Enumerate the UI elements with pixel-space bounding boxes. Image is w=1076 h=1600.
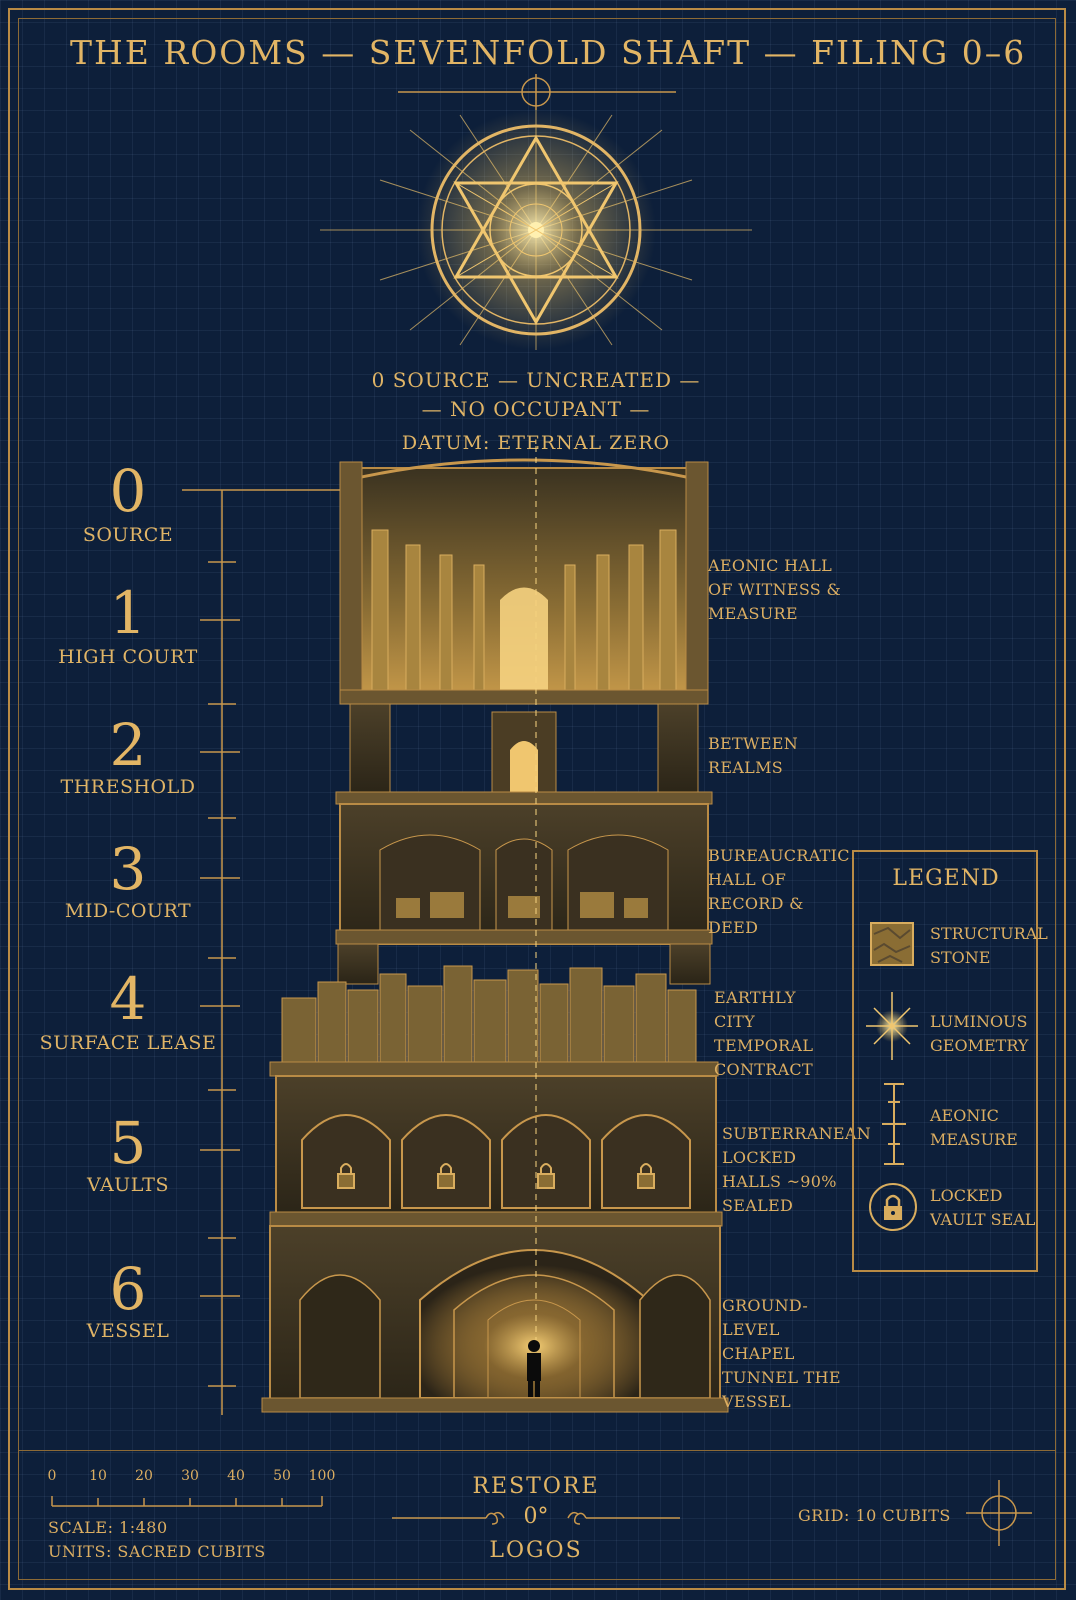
emblem-core-ring-small: [509, 203, 563, 257]
footer-rule: [18, 1450, 1056, 1451]
scale-tick-0: 0: [47, 1468, 57, 1484]
scale-tick-10: 10: [89, 1468, 107, 1484]
level-1-number: 1: [109, 579, 147, 647]
source-datum: DATUM: ETERNAL ZERO: [401, 432, 671, 454]
scale-tick-50: 50: [273, 1468, 291, 1484]
emblem-outer-ring: [430, 124, 642, 336]
level-0-number: 0: [109, 457, 147, 525]
emblem-core-ring: [489, 183, 583, 277]
level-1-description: AEONIC HALL OF WITNESS & MEASURE: [708, 556, 841, 623]
vault-padlocks: [337, 1163, 655, 1189]
padlock-icon: [868, 1182, 918, 1232]
level-3-name: MID-COURT: [64, 900, 192, 922]
vessel-figure: [527, 1340, 541, 1397]
level-0-name: SOURCE: [82, 524, 174, 546]
title-row: THE ROOMS — SEVENFOLD SHAFT — FILING 0–6: [50, 32, 1026, 72]
level-6-name: VESSEL: [86, 1320, 170, 1342]
scale-tick-100: 100: [308, 1468, 336, 1484]
level-4-name: SURFACE LEASE: [39, 1032, 217, 1054]
scale-tick-40: 40: [227, 1468, 245, 1484]
level-3-description: BUREAUCRATIC HALL OF RECORD & DEED: [708, 846, 850, 937]
level-6-description: GROUND-LEVEL CHAPEL TUNNEL THE VESSEL: [722, 1296, 841, 1411]
level-2-number: 2: [109, 711, 147, 779]
legend-panel: LEGEND STRUCTURAL STONE LUMINOUS GEOMETR…: [852, 850, 1048, 1272]
legend-item-locked-vault-seal: LOCKED VAULT SEAL: [930, 1186, 1036, 1229]
scale-bar: [51, 1496, 323, 1507]
logos-label: LOGOS: [489, 1538, 583, 1563]
legend-item-luminous-geometry: LUMINOUS GEOMETRY: [930, 1012, 1029, 1055]
level-2-description: BETWEEN REALMS: [708, 734, 799, 777]
level-1-high-court-hall: [339, 458, 709, 705]
legend-item-aeonic-measure: AEONIC MEASURE: [930, 1106, 1018, 1149]
measure-rod-icon: [874, 1082, 914, 1166]
level-5-number: 5: [109, 1109, 147, 1177]
page-title: THE ROOMS — SEVENFOLD SHAFT — FILING 0–6: [70, 32, 1027, 72]
level-2-name: THRESHOLD: [60, 776, 196, 798]
units-label: UNITS: SACRED CUBITS: [48, 1542, 266, 1561]
restore-label: RESTORE: [472, 1474, 600, 1499]
outer-frame: [8, 8, 1066, 1590]
scale-tick-20: 20: [135, 1468, 153, 1484]
crosshair-icon: [966, 1480, 1032, 1546]
luminous-geometry-emblem: [320, 74, 752, 350]
scale-ratio: SCALE: 1:480: [48, 1518, 168, 1537]
level-4-number: 4: [109, 965, 147, 1033]
inner-frame: [18, 18, 1056, 1580]
level-4-earthly-city: [269, 943, 719, 1077]
legend-item-structural-stone: STRUCTURAL STONE: [930, 924, 1048, 967]
level-2-threshold-frame: [335, 703, 713, 805]
legend-title: LEGEND: [892, 866, 1000, 891]
level-4-description: EARTHLY CITY TEMPORAL CONTRACT: [714, 988, 814, 1079]
level-6-chapel-tunnel: [261, 1225, 729, 1413]
aeonic-measure-rod: [182, 489, 340, 1415]
emblem-inner-axis-2: [455, 182, 617, 278]
grid-label: GRID: 10 CUBITS: [798, 1506, 951, 1525]
source-line-1: 0 SOURCE — UNCREATED —: [371, 368, 701, 392]
scale-tick-30: 30: [181, 1468, 199, 1484]
level-3-number: 3: [109, 835, 147, 903]
level-5-vaults: [269, 1075, 723, 1227]
degree-label: 0°: [523, 1504, 549, 1529]
level-5-name: VAULTS: [87, 1174, 169, 1196]
stone-texture-icon: [870, 922, 914, 966]
restore-flourish: [392, 1511, 680, 1525]
source-line-2: — NO OCCUPANT —: [421, 397, 651, 421]
level-5-description: SUBTERRANEAN LOCKED HALLS ~90% SEALED: [722, 1124, 872, 1215]
starburst-icon: [864, 988, 920, 1064]
sevenfold-shaft-illustration: [182, 446, 729, 1415]
level-6-number: 6: [109, 1255, 147, 1323]
level-3-mid-court-hall: [335, 803, 713, 945]
level-1-name: HIGH COURT: [58, 646, 198, 668]
